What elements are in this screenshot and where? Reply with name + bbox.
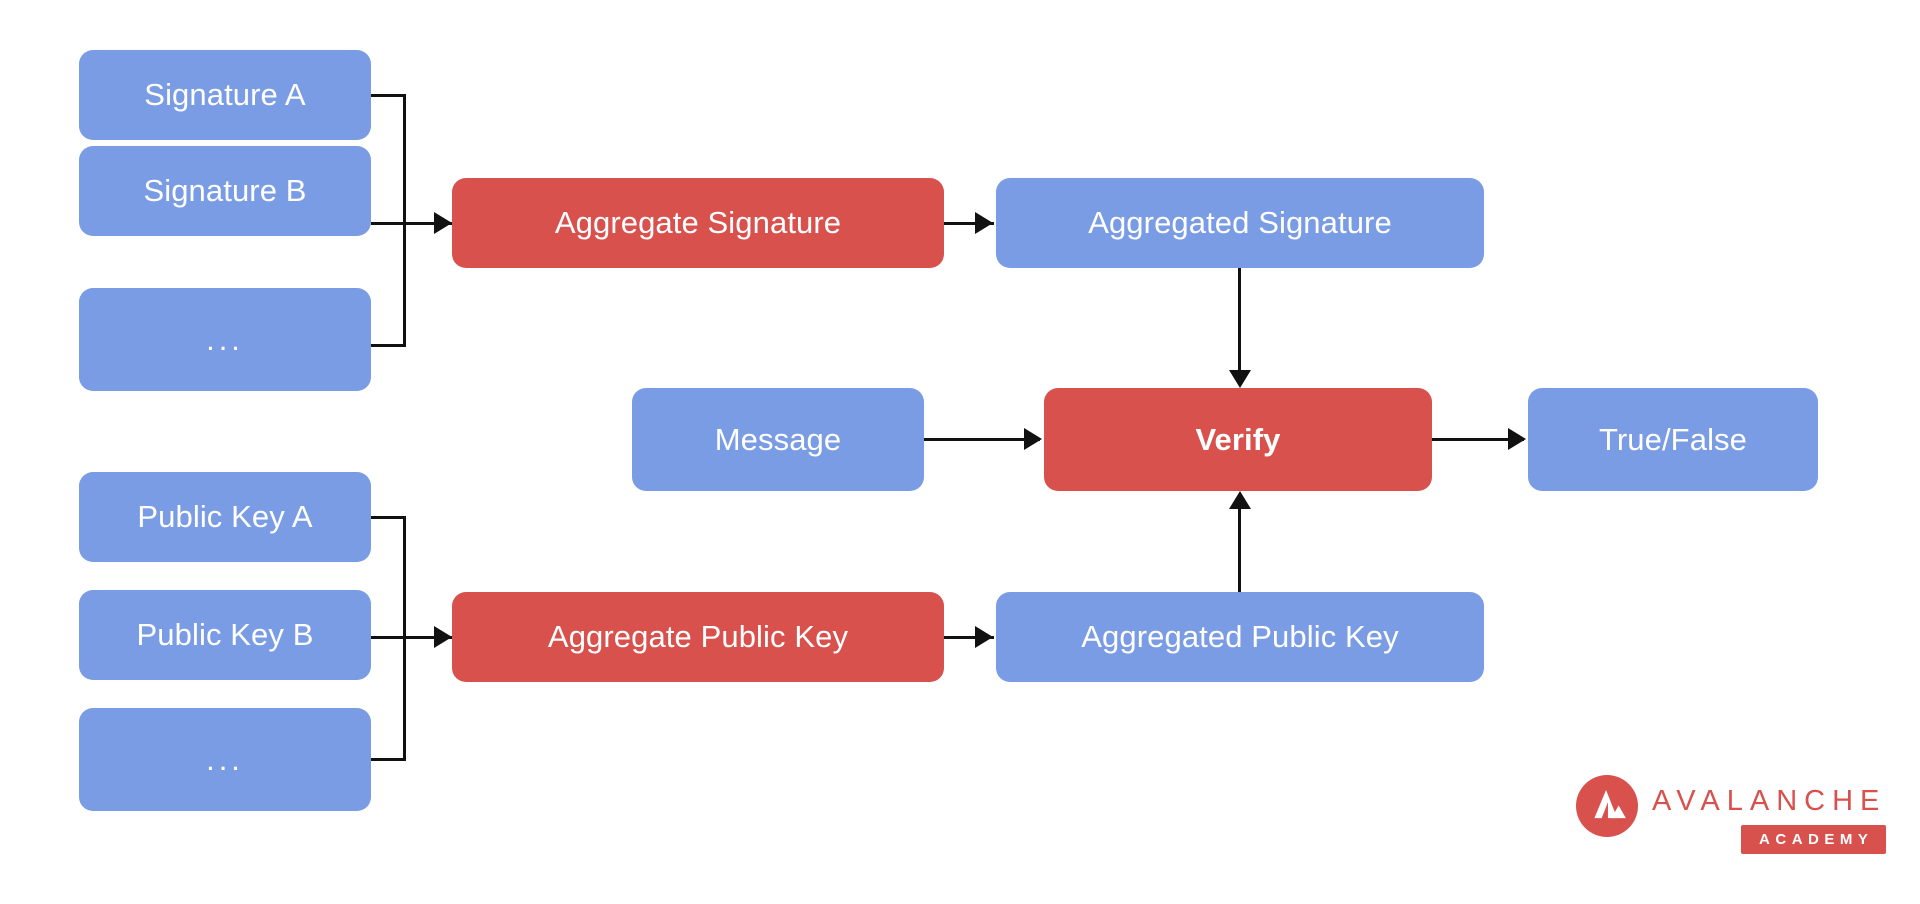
node-public-key-ellipsis[interactable]: ... xyxy=(79,708,371,811)
arrowhead-to-aggregate-public-key xyxy=(434,626,452,648)
node-label: Verify xyxy=(1195,421,1281,457)
node-label: ... xyxy=(206,741,244,777)
wire-aggregated-signature-to-verify xyxy=(1238,268,1241,377)
node-aggregate-signature[interactable]: Aggregate Signature xyxy=(452,178,944,268)
node-aggregated-public-key[interactable]: Aggregated Public Key xyxy=(996,592,1484,682)
arrowhead-to-aggregated-signature xyxy=(975,212,993,234)
arrowhead-verify-bottom xyxy=(1229,491,1251,509)
node-message[interactable]: Message xyxy=(632,388,924,491)
wire-signature-bus xyxy=(403,94,406,347)
wire-aggregated-public-key-to-verify xyxy=(1238,508,1241,608)
wire-signature-ellipsis-stub xyxy=(371,344,406,347)
arrowhead-verify-left xyxy=(1024,428,1042,450)
node-result-true-false[interactable]: True/False xyxy=(1528,388,1818,491)
wire-signature-a-stub xyxy=(371,94,406,97)
avalanche-academy-logo: AVALANCHE ACADEMY xyxy=(1576,775,1887,854)
node-label: True/False xyxy=(1598,421,1747,457)
wire-public-key-a-stub xyxy=(371,516,406,519)
wire-public-key-ellipsis-stub xyxy=(371,758,406,761)
node-aggregated-signature[interactable]: Aggregated Signature xyxy=(996,178,1484,268)
arrowhead-verify-top xyxy=(1229,370,1251,388)
arrowhead-to-result xyxy=(1508,428,1526,450)
logo-academy-badge: ACADEMY xyxy=(1741,825,1887,854)
node-label: Aggregated Public Key xyxy=(1081,619,1399,655)
node-label: Signature B xyxy=(143,173,307,209)
node-signature-b[interactable]: Signature B xyxy=(79,146,371,236)
node-label: Aggregate Signature xyxy=(554,205,842,241)
logo-lockup: AVALANCHE ACADEMY xyxy=(1652,775,1887,854)
arrowhead-to-aggregate-signature xyxy=(434,212,452,234)
wire-public-key-b-to-aggregate xyxy=(371,636,456,639)
node-label: Public Key A xyxy=(137,499,313,535)
wire-aggregate-to-aggregated-signature xyxy=(944,222,994,225)
wire-aggregate-to-aggregated-public-key xyxy=(944,636,994,639)
avalanche-logo-icon xyxy=(1576,775,1638,837)
node-label: Aggregate Public Key xyxy=(547,619,849,655)
node-label: Message xyxy=(714,421,842,457)
node-label: Aggregated Signature xyxy=(1088,205,1392,241)
node-public-key-a[interactable]: Public Key A xyxy=(79,472,371,562)
logo-wordmark: AVALANCHE xyxy=(1652,785,1887,817)
node-verify[interactable]: Verify xyxy=(1044,388,1432,491)
node-signature-a[interactable]: Signature A xyxy=(79,50,371,140)
wire-verify-to-result xyxy=(1432,438,1524,441)
node-label: ... xyxy=(206,321,244,357)
node-label: Signature A xyxy=(144,77,306,113)
wire-message-to-verify xyxy=(924,438,1040,441)
node-aggregate-public-key[interactable]: Aggregate Public Key xyxy=(452,592,944,682)
node-public-key-b[interactable]: Public Key B xyxy=(79,590,371,680)
wire-signature-b-to-aggregate xyxy=(371,222,456,225)
node-label: Public Key B xyxy=(136,617,314,653)
node-signature-ellipsis[interactable]: ... xyxy=(79,288,371,391)
arrowhead-to-aggregated-public-key xyxy=(975,626,993,648)
